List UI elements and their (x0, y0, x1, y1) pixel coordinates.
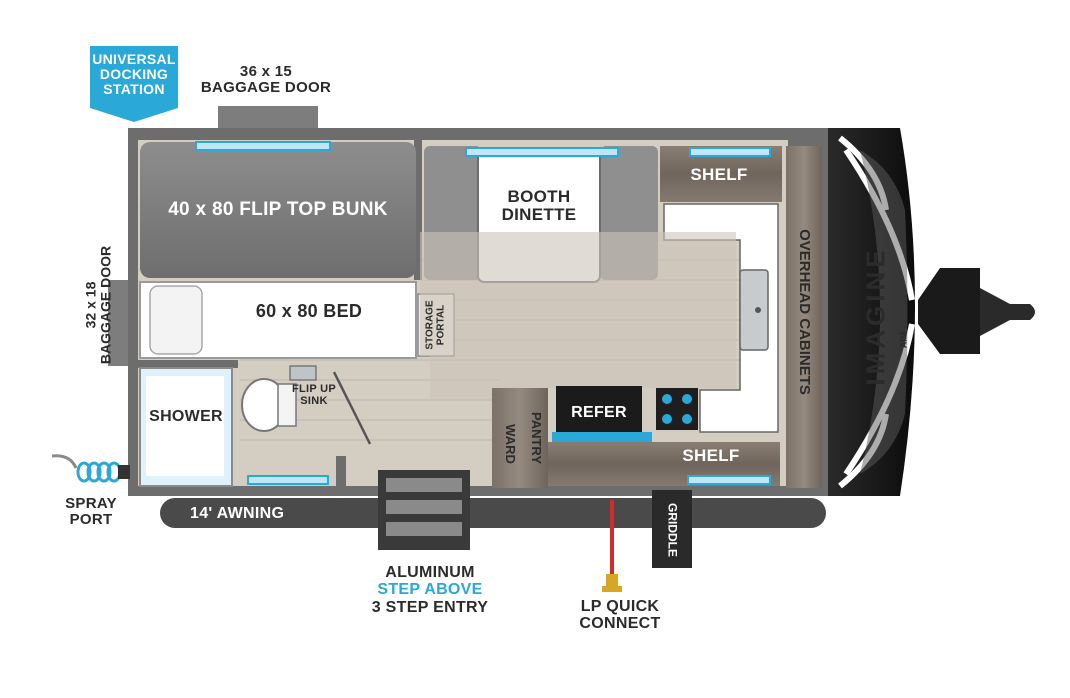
hitch-box (918, 268, 980, 354)
side-baggage-line2: BAGGAGE DOOR (97, 245, 113, 365)
spray-port-label: SPRAY PORT (56, 495, 126, 529)
spray-port-line1: SPRAY (65, 495, 117, 512)
flip-up-sink-label: FLIP UP SINK (284, 383, 344, 408)
brand-model: AIM (898, 331, 909, 349)
storage-portal-line1: STORAGE (424, 300, 436, 350)
pillow (149, 285, 203, 355)
overhead-cabinets (786, 146, 822, 488)
step-entry-label: ALUMINUM STEP ABOVE 3 STEP ENTRY (360, 564, 500, 616)
dinette-line2: DINETTE (501, 205, 577, 225)
flip-up-sink-line1: FLIP UP (291, 383, 337, 395)
spray-port-hose (51, 454, 130, 483)
lp-connect-line1: LP QUICK (580, 598, 660, 615)
side-baggage-line1: 32 x 18 (82, 281, 99, 329)
top-baggage-line2: BAGGAGE DOOR (200, 79, 332, 97)
top-baggage-door (218, 106, 318, 132)
docking-station-badge (90, 46, 178, 122)
shower-label: SHOWER (149, 408, 223, 425)
ward-label: WARD (502, 424, 518, 464)
top-baggage-label: 36 x 15 BAGGAGE DOOR (196, 63, 336, 97)
shelf-top-label: SHELF (690, 165, 748, 184)
storage-portal-label: STORAGE PORTAL (424, 300, 447, 350)
bunk-label: 40 x 80 FLIP TOP BUNK (168, 199, 388, 220)
docking-label-line2: DOCKING (99, 66, 169, 83)
hitch-tongue (980, 288, 1035, 336)
spray-port-line2: PORT (69, 511, 113, 529)
kitchen-sink (739, 269, 769, 351)
docking-station-label: UNIVERSAL DOCKING STATION (90, 51, 178, 98)
griddle-label: GRIDDLE (665, 503, 680, 557)
flip-top-bunk (140, 142, 416, 278)
pantry-ward-cabinet (492, 388, 548, 488)
step-entry-line2: STEP ABOVE (377, 581, 483, 599)
flip-up-sink-basin (289, 365, 317, 381)
side-baggage-label: 32 x 18 BAGGAGE DOOR (82, 230, 113, 380)
overhead-cabinets-label: OVERHEAD CABINETS (795, 229, 813, 395)
storage-portal-line2: PORTAL (435, 304, 446, 346)
lp-connect-line2: CONNECT (579, 615, 661, 633)
dinette-line1: BOOTH (507, 187, 571, 206)
griddle (652, 490, 692, 568)
dinette-label: BOOTH DINETTE (478, 187, 600, 225)
step-entry-line3: 3 STEP ENTRY (371, 598, 489, 616)
stove (656, 388, 698, 430)
awning-label: 14' AWNING (190, 505, 285, 522)
step-entry-line1: ALUMINUM (385, 564, 475, 581)
lp-connect-label: LP QUICK CONNECT (570, 598, 670, 633)
refer-label: REFER (571, 404, 627, 421)
side-baggage-door (108, 280, 130, 366)
shelf-bottom-label: SHELF (682, 446, 740, 465)
docking-label-line3: STATION (103, 81, 165, 98)
flip-up-sink-line2: SINK (300, 394, 328, 407)
bed-label: 60 x 80 BED (255, 301, 363, 321)
brand-logo: IMAGINE (860, 246, 891, 386)
pantry-label: PANTRY (528, 412, 544, 464)
top-baggage-line1: 36 x 15 (239, 63, 293, 80)
docking-label-line1: UNIVERSAL (92, 51, 176, 67)
